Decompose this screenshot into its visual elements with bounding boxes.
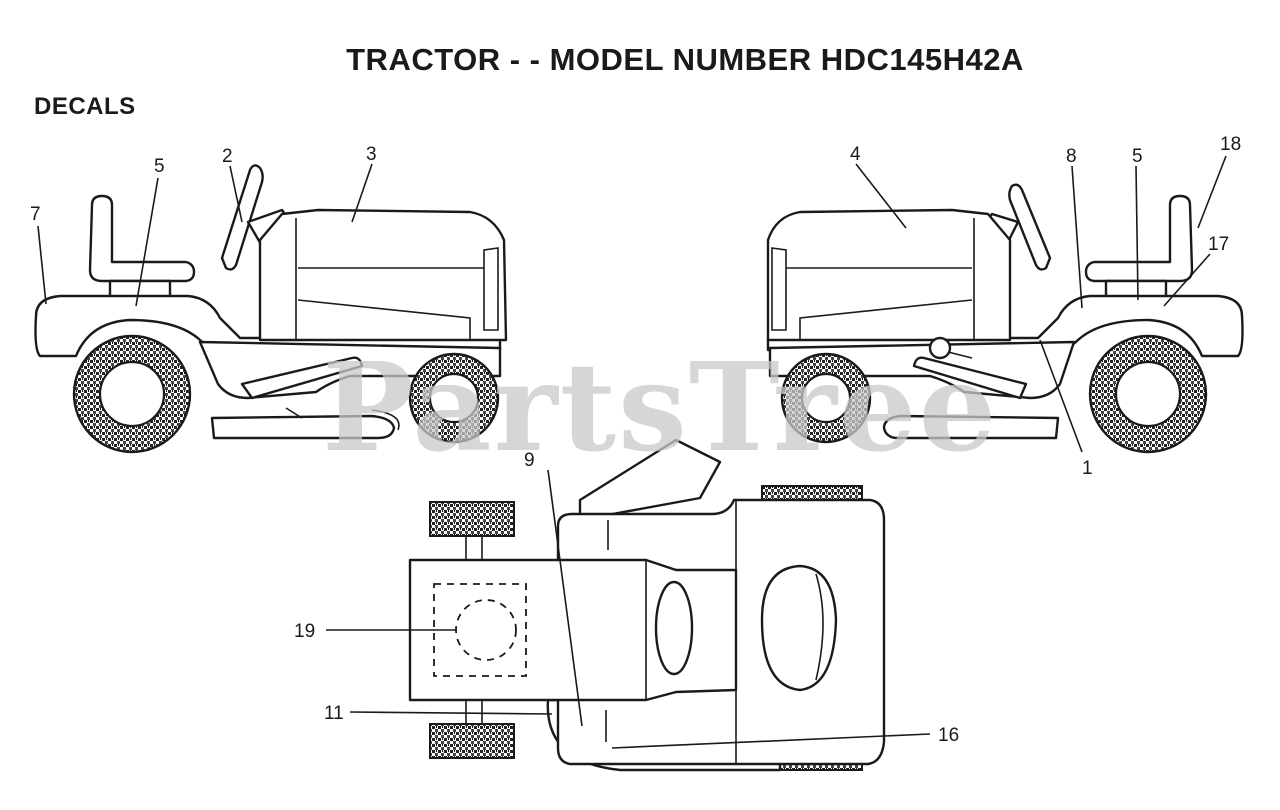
left-seat [88, 194, 196, 283]
callout-7: 7 [30, 204, 41, 225]
left-side-view [34, 164, 508, 454]
callout-3: 3 [366, 144, 377, 165]
callout-1: 1 [1082, 458, 1093, 479]
top-view [408, 438, 886, 772]
diagram-title: TRACTOR - - MODEL NUMBER HDC145H42A [346, 42, 1024, 77]
callout-8: 8 [1066, 146, 1077, 167]
leader-lines [37, 155, 1227, 749]
callout-2: 2 [222, 146, 233, 167]
callout-5-left: 5 [154, 156, 165, 177]
right-mower-deck [882, 414, 1060, 440]
right-hood [766, 208, 1012, 342]
top-steering-wheel [654, 580, 694, 676]
right-seat [1084, 194, 1194, 283]
section-label: DECALS [34, 93, 136, 120]
right-steering-wheel [1008, 183, 1052, 271]
left-steering-wheel [220, 164, 264, 271]
callout-18: 18 [1220, 134, 1241, 155]
watermark: PartsTree [322, 335, 998, 479]
callout-17: 17 [1208, 234, 1229, 255]
callout-4: 4 [850, 144, 861, 165]
callout-16: 16 [938, 725, 959, 746]
top-front-wheel-upper [429, 501, 515, 537]
left-hood [258, 208, 508, 342]
top-seat [760, 564, 838, 692]
left-mower-deck [210, 414, 396, 440]
callout-5-right: 5 [1132, 146, 1143, 167]
callout-9: 9 [524, 450, 535, 471]
callout-numbers: 7 5 2 3 4 8 5 18 17 1 9 19 11 16 [30, 134, 1241, 746]
top-hood [408, 558, 738, 702]
callout-11: 11 [324, 703, 344, 724]
right-side-view [766, 183, 1244, 454]
callout-19: 19 [294, 621, 315, 642]
top-front-wheel-lower [429, 723, 515, 759]
top-decal-area [433, 583, 527, 677]
